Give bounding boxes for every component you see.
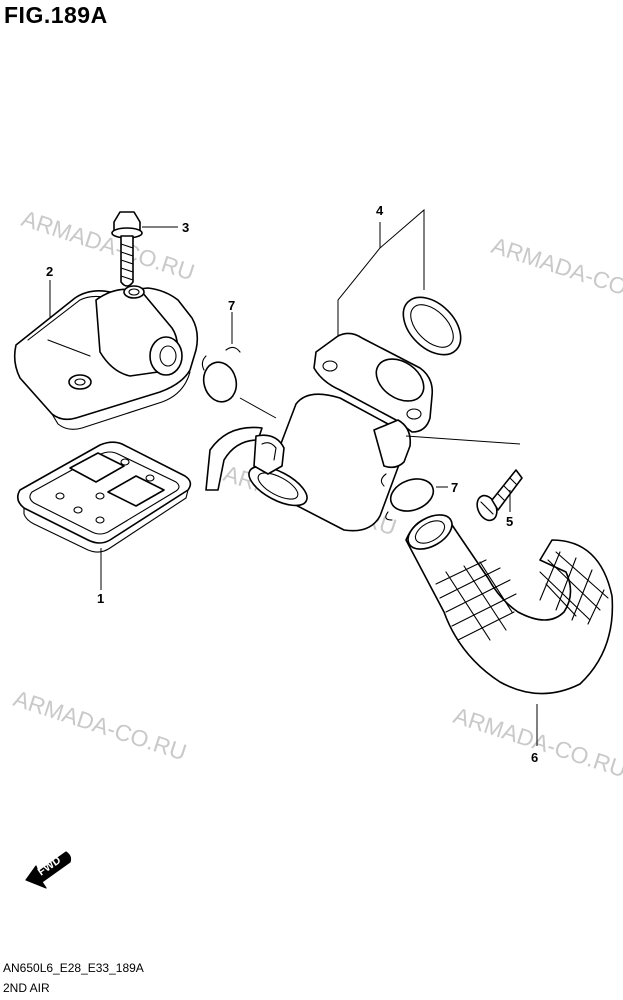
figure-name: 2ND AIR [3,981,50,995]
callout-7-lower: 7 [451,480,458,495]
part-7-o-ring-upper [201,346,241,403]
figure-title: FIG.189A [4,2,108,28]
part-1-gasket [16,441,192,553]
guide-7-upper [239,397,277,419]
part-3-bolt [111,211,143,287]
callout-6: 6 [531,750,538,765]
callout-5: 5 [506,514,513,529]
watermark-bottom-left: ARMADA-CO.RU [10,685,189,765]
callout-4: 4 [376,203,384,218]
part-4-pair-valve [205,332,434,532]
callout-1: 1 [97,591,104,606]
fwd-arrow-icon: FWD [25,851,72,889]
leader-4 [337,208,425,336]
part-6-hose [405,514,614,695]
part-4-o-ring [402,296,462,356]
callout-3: 3 [182,220,189,235]
part-7-o-ring-lower [380,473,435,521]
figure-code: AN650L6_E28_E33_189A [3,961,144,975]
part-5-screw [476,469,523,522]
part-2-reed-valve-cover [13,285,199,430]
callout-2: 2 [46,264,53,279]
callout-7-upper: 7 [228,298,235,313]
watermark-top-right: ARMADA-CO.RU [488,232,623,312]
guide-4 [405,435,521,445]
